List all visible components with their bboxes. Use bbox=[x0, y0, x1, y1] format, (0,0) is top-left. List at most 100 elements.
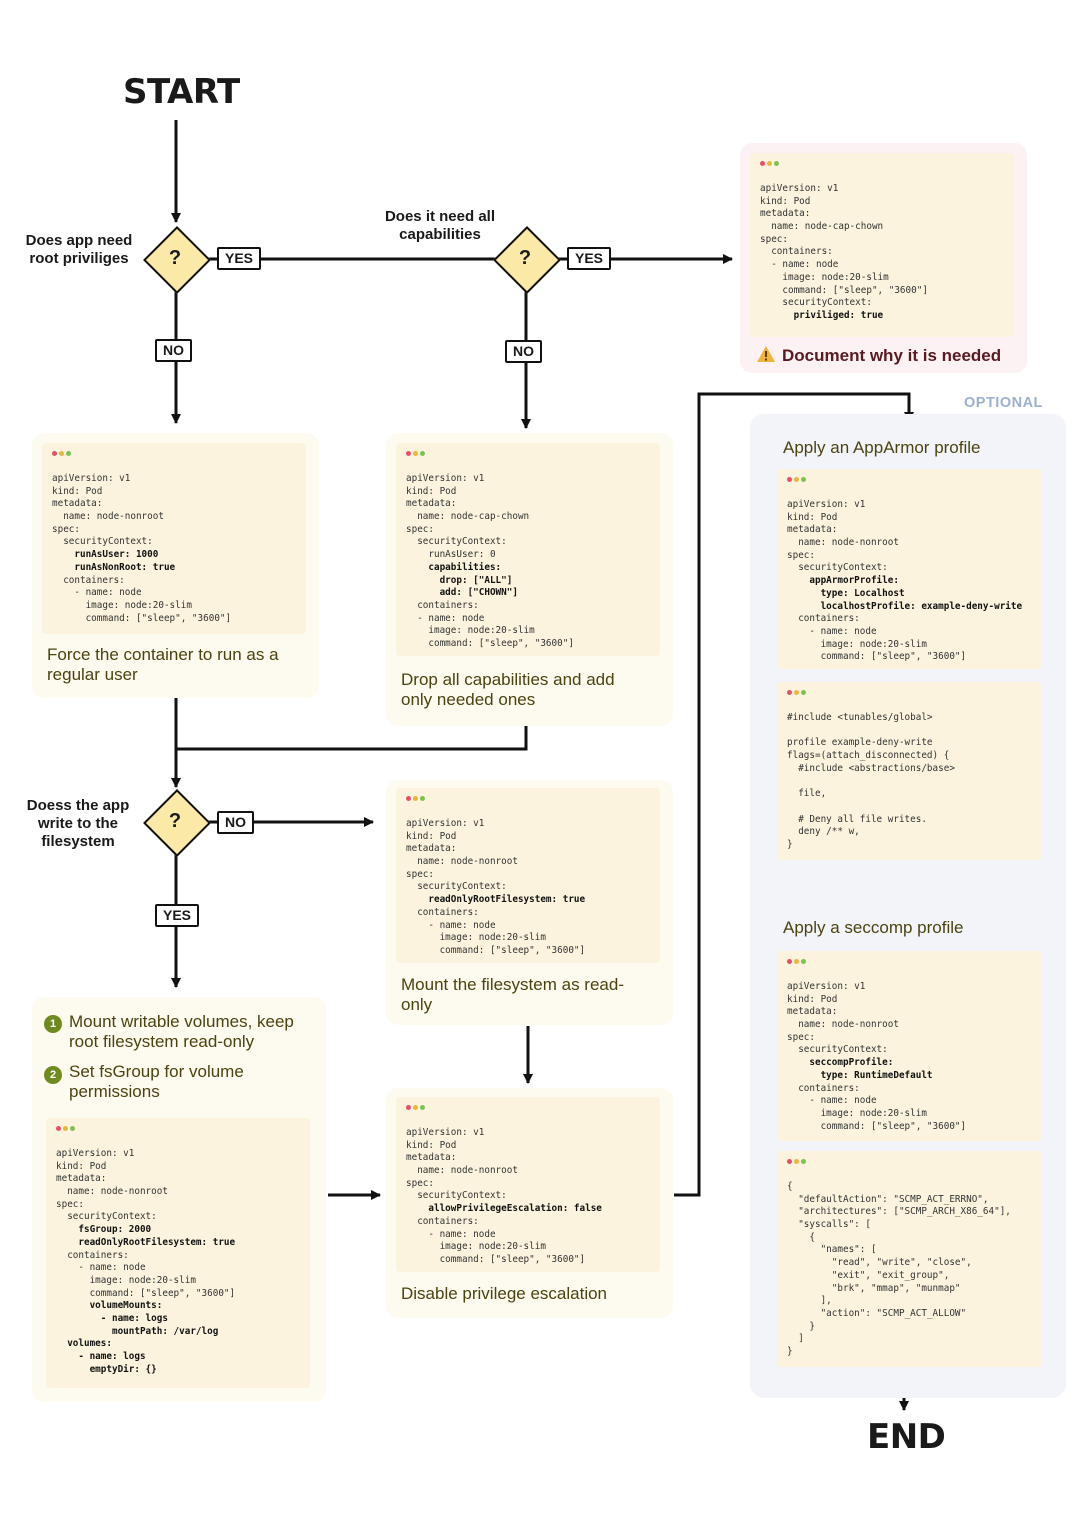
code-line: profile example-deny-write bbox=[787, 737, 933, 749]
code-line: - name: node bbox=[52, 587, 142, 599]
code-line: allowPrivilegeEscalation: false bbox=[406, 1203, 602, 1215]
code-line: metadata: bbox=[56, 1173, 107, 1185]
code-line: name: node-nonroot bbox=[406, 1165, 518, 1177]
code-line: - name: node bbox=[406, 612, 485, 624]
code-line: command: ["sleep", "3600"] bbox=[52, 612, 232, 624]
step-number-1: 1 bbox=[44, 1015, 62, 1033]
seccomp-json-code-block: { "defaultAction": "SCMP_ACT_ERRNO", "ar… bbox=[777, 1151, 1042, 1367]
escalation-caption: Disable privilege escalation bbox=[401, 1284, 608, 1303]
question-mark-icon: ? bbox=[518, 246, 532, 269]
code-line: command: ["sleep", "3600"] bbox=[56, 1287, 236, 1299]
code-line: apiVersion: v1 bbox=[406, 1127, 485, 1138]
code-line: readOnlyRootFilesystem: true bbox=[56, 1236, 236, 1248]
code-line: name: node-nonroot bbox=[56, 1186, 168, 1198]
code-line: securityContext: bbox=[760, 297, 872, 309]
line-caps-join bbox=[176, 726, 528, 751]
code-line: localhostProfile: example-deny-write bbox=[787, 600, 1023, 612]
code-line: spec: bbox=[787, 549, 815, 561]
code-line: apiVersion: v1 bbox=[56, 1148, 135, 1159]
code-line: image: node:20-slim bbox=[787, 638, 927, 650]
question-mark-icon: ? bbox=[168, 809, 182, 832]
code-line: capabilities: bbox=[406, 561, 502, 573]
code-line: containers: bbox=[787, 1082, 860, 1094]
code-line: image: node:20-slim bbox=[406, 625, 535, 637]
code-line: securityContext: bbox=[52, 536, 153, 548]
question-root-privileges: Does app need root priviliges bbox=[25, 232, 133, 267]
code-line: securityContext: bbox=[787, 1044, 888, 1056]
code-line: name: node-nonroot bbox=[52, 511, 164, 523]
code-line: securityContext: bbox=[56, 1211, 157, 1223]
code-line: "action": "SCMP_ACT_ALLOW" bbox=[787, 1307, 967, 1319]
code-line bbox=[787, 801, 1032, 814]
code-line: - name: node bbox=[56, 1262, 146, 1274]
optional-label: OPTIONAL bbox=[964, 395, 1043, 411]
code-line: kind: Pod bbox=[406, 485, 457, 497]
apparmor-title: Apply an AppArmor profile bbox=[783, 438, 981, 457]
code-line: apiVersion: v1 bbox=[52, 473, 131, 484]
code-line: - name: node bbox=[760, 259, 839, 271]
window-dots-icon bbox=[760, 161, 1004, 170]
code-line: "architectures": ["SCMP_ARCH_X86_64"], bbox=[787, 1206, 1011, 1218]
code-line: apiVersion: v1 bbox=[760, 183, 839, 194]
apparmor-profile-code-block: #include <tunables/global> profile exampl… bbox=[777, 682, 1042, 860]
code-line: runAsUser: 0 bbox=[406, 549, 496, 561]
code-line: volumes: bbox=[56, 1338, 112, 1350]
code-line: spec: bbox=[52, 523, 80, 535]
code-line: securityContext: bbox=[406, 536, 507, 548]
code-line: command: ["sleep", "3600"] bbox=[787, 1120, 967, 1132]
code-line: { bbox=[787, 1231, 815, 1243]
code-line: metadata: bbox=[406, 498, 457, 510]
window-dots-icon bbox=[787, 690, 1032, 699]
code-line: volumeMounts: bbox=[56, 1300, 163, 1312]
code-line: mountPath: /var/log bbox=[56, 1325, 219, 1337]
step-writable-volumes: Mount writable volumes, keep root filesy… bbox=[69, 1012, 294, 1051]
privileged-caption: Document why it is needed bbox=[756, 345, 1026, 368]
code-line: apiVersion: v1 bbox=[406, 473, 485, 484]
code-line: image: node:20-slim bbox=[406, 1241, 546, 1253]
code-line bbox=[787, 725, 1032, 738]
code-line: spec: bbox=[406, 1177, 434, 1189]
code-line: apiVersion: v1 bbox=[787, 981, 866, 992]
code-line: containers: bbox=[406, 599, 479, 611]
code-line: } bbox=[787, 838, 793, 850]
end-label: END bbox=[867, 1417, 946, 1457]
code-line: fsGroup: 2000 bbox=[56, 1224, 152, 1236]
code-line: seccompProfile: bbox=[787, 1057, 894, 1069]
code-line: securityContext: bbox=[787, 562, 888, 574]
code-line: ], bbox=[787, 1295, 832, 1307]
code-line: containers: bbox=[406, 906, 479, 918]
code-line: image: node:20-slim bbox=[406, 932, 546, 944]
code-line: } bbox=[787, 1345, 793, 1357]
code-line: flags=(attach_disconnected) { bbox=[787, 750, 950, 762]
window-dots-icon bbox=[787, 1159, 1032, 1168]
step-number-2: 2 bbox=[44, 1066, 62, 1084]
code-line: ] bbox=[787, 1333, 804, 1345]
code-line: apiVersion: v1 bbox=[406, 818, 485, 829]
code-line: spec: bbox=[406, 868, 434, 880]
code-line: } bbox=[787, 1320, 815, 1332]
code-line: metadata: bbox=[52, 498, 103, 510]
window-dots-icon bbox=[787, 477, 1032, 486]
code-line: name: node-cap-chown bbox=[406, 511, 530, 523]
code-line: type: Localhost bbox=[787, 587, 905, 599]
code-line: "exit", "exit_group", bbox=[787, 1269, 950, 1281]
code-line: runAsUser: 1000 bbox=[52, 549, 159, 561]
code-line: spec: bbox=[787, 1031, 815, 1043]
code-line: - name: node bbox=[787, 625, 877, 637]
window-dots-icon bbox=[406, 1105, 650, 1114]
code-line: "syscalls": [ bbox=[787, 1219, 871, 1231]
readonly-caption: Mount the filesystem as read- only bbox=[401, 975, 624, 1014]
code-line: metadata: bbox=[406, 1152, 457, 1164]
warning-icon bbox=[756, 345, 776, 368]
code-line: name: node-nonroot bbox=[406, 856, 518, 868]
code-line: metadata: bbox=[406, 843, 457, 855]
code-line: kind: Pod bbox=[406, 830, 457, 842]
code-line: #include <tunables/global> bbox=[787, 712, 933, 723]
code-line: "defaultAction": "SCMP_ACT_ERRNO", bbox=[787, 1193, 989, 1205]
code-line: "brk", "mmap", "munmap" bbox=[787, 1282, 961, 1294]
